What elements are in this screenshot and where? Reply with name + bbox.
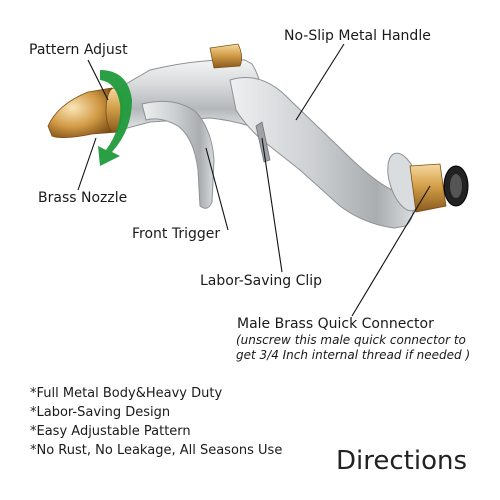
feature-item: *Full Metal Body&Heavy Duty	[30, 386, 223, 401]
brass-nozzle-shape	[47, 70, 132, 166]
feature-item: *Easy Adjustable Pattern	[30, 424, 191, 439]
connector-note: (unscrew this male quick connector to ge…	[236, 333, 470, 363]
label-labor-saving-clip: Labor-Saving Clip	[200, 273, 323, 289]
leader-pattern-adjust	[87, 59, 109, 101]
label-pattern-adjust: Pattern Adjust	[29, 42, 128, 58]
feature-item: *Labor-Saving Design	[30, 405, 171, 420]
label-front-trigger: Front Trigger	[132, 226, 221, 242]
gun-body	[111, 43, 421, 229]
connector-note-line: (unscrew this male quick connector to	[236, 333, 466, 347]
leader-labor-saving-clip	[261, 137, 283, 273]
leader-male-connector	[351, 185, 431, 317]
quick-connector-shape	[409, 163, 469, 213]
leader-lines	[77, 43, 431, 317]
label-brass-nozzle: Brass Nozzle	[38, 190, 128, 206]
feature-list: *Full Metal Body&Heavy Duty *Labor-Savin…	[30, 384, 282, 460]
leader-brass-nozzle	[77, 137, 97, 191]
feature-item: *No Rust, No Leakage, All Seasons Use	[30, 443, 283, 458]
label-no-slip-handle: No-Slip Metal Handle	[284, 28, 431, 44]
connector-note-line: get 3/4 Inch internal thread if needed )	[236, 348, 471, 362]
label-male-connector: Male Brass Quick Connector	[237, 316, 434, 332]
page-title: Directions	[336, 446, 468, 476]
leader-front-trigger	[205, 147, 229, 231]
leader-no-slip-handle	[295, 43, 345, 121]
